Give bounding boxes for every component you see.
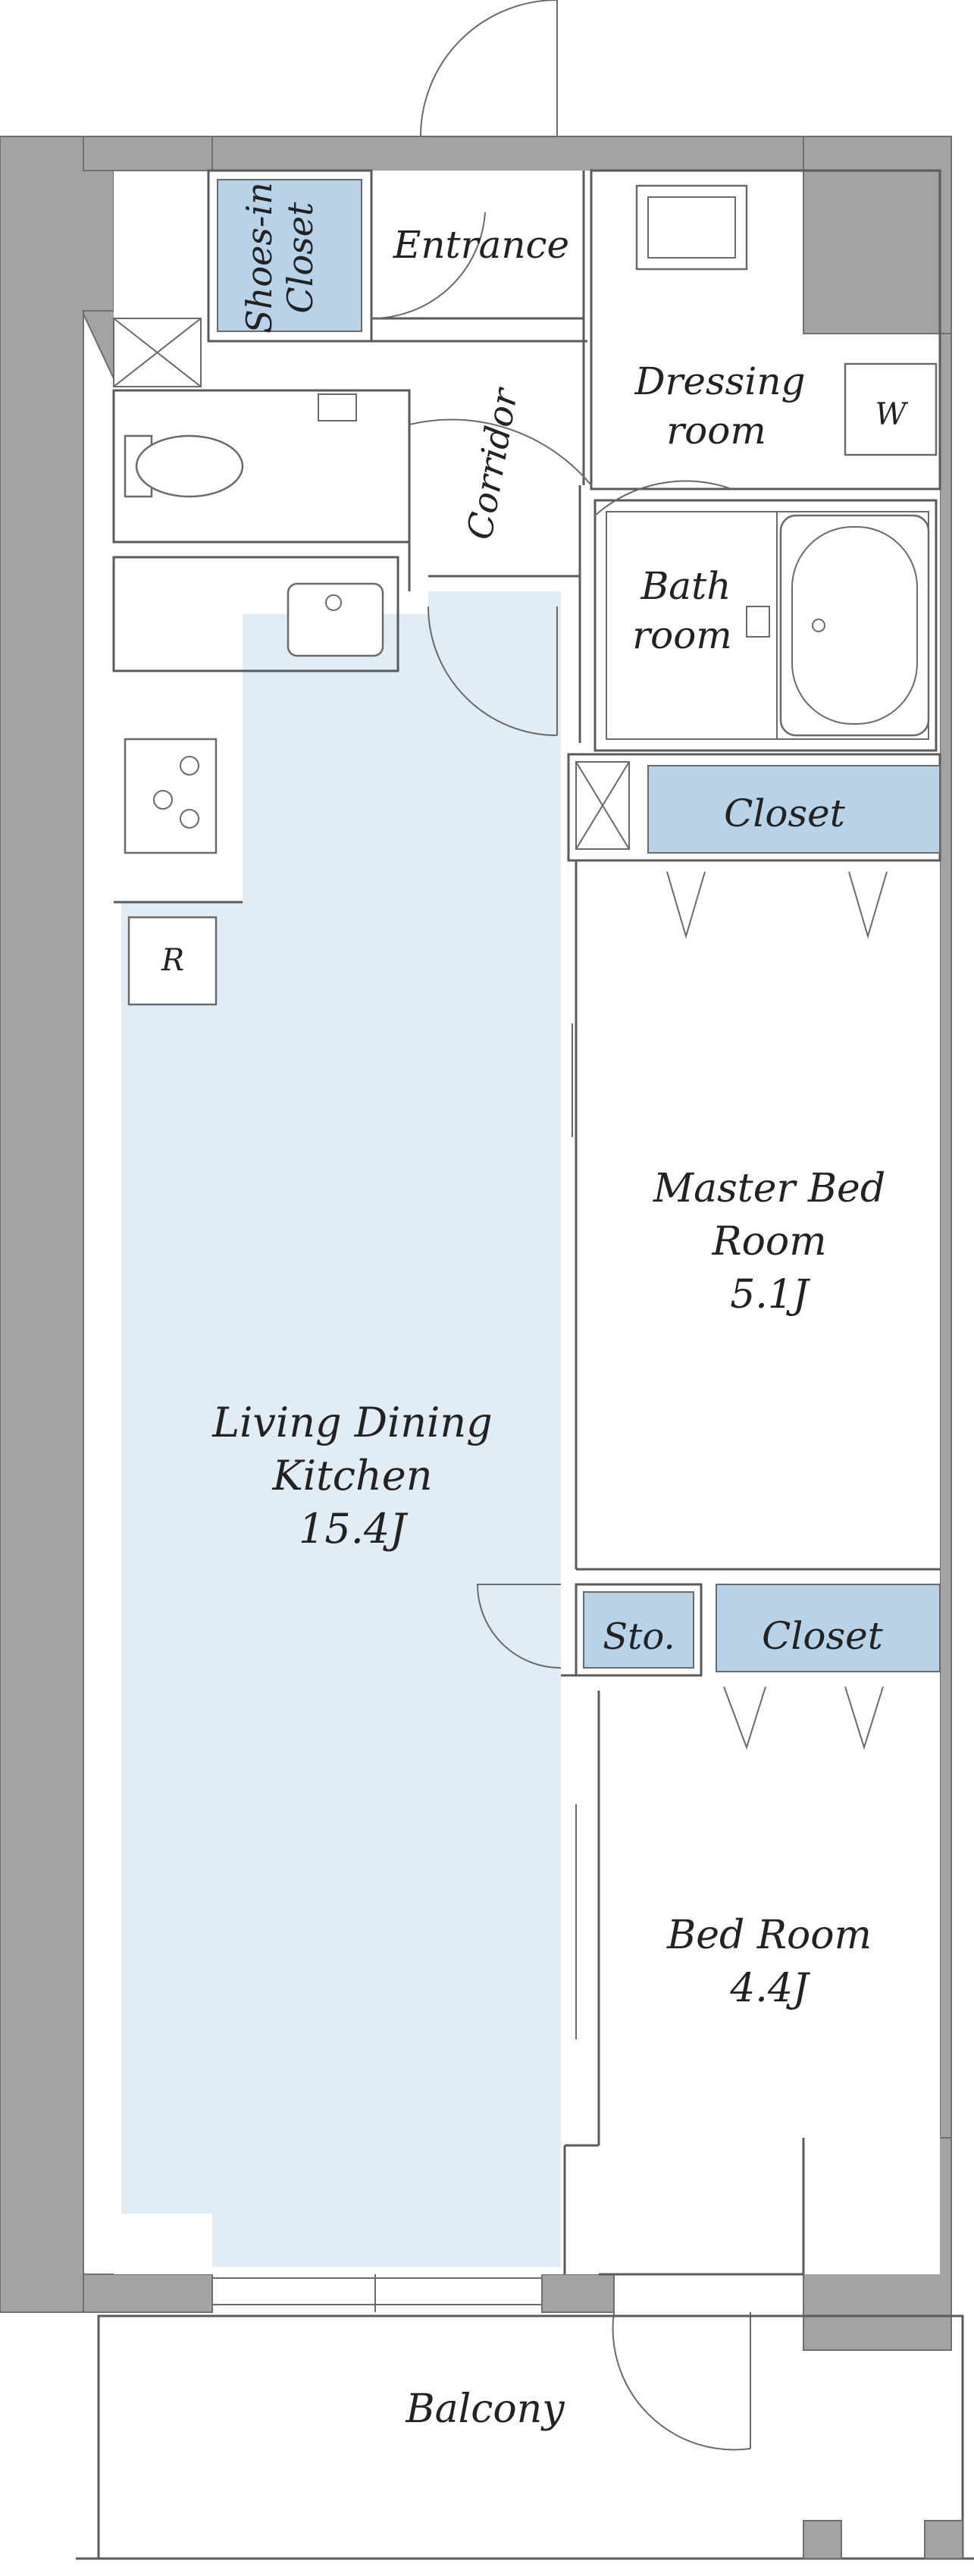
balcony-door (612, 2311, 751, 2451)
label-bath-room-1: Bath (640, 564, 731, 608)
label-master-bed-1: Master Bed (653, 1166, 885, 1211)
shaft (113, 318, 202, 387)
svg-text:Shoes-in: Shoes-in (239, 182, 280, 334)
corridor-door (409, 418, 592, 486)
label-bed-room-size: 4.4J (729, 1966, 811, 2011)
exterior-wall-bottom-left (83, 2274, 213, 2313)
label-ldk-size: 15.4J (299, 1505, 409, 1553)
master-shaft (575, 761, 630, 850)
entrance-door (420, 0, 558, 137)
label-balcony: Balcony (405, 2386, 565, 2432)
label-closet-master: Closet (724, 791, 846, 835)
toilet-bowl (135, 434, 244, 498)
label-bath-room-2: room (632, 613, 732, 657)
label-master-bed-size: 5.1J (730, 1272, 811, 1318)
refrigerator-space (127, 916, 218, 1006)
svg-text:Closet: Closet (280, 202, 321, 313)
wall-right-upper (803, 136, 952, 334)
label-dressing-room-1: Dressing (634, 359, 805, 403)
kitchen-sink-area (112, 556, 399, 672)
vanity-basin (635, 184, 748, 271)
label-storage: Sto. (603, 1615, 675, 1658)
storage (583, 1591, 694, 1669)
label-master-bed-2: Room (711, 1219, 826, 1264)
ldk-floor (121, 591, 561, 2267)
label-shoes-in-closet: Shoes-in Closet (239, 182, 321, 334)
ldk-door (427, 606, 558, 736)
label-dressing-room-2: room (666, 409, 766, 453)
label-ldk-1: Living Dining (211, 1399, 492, 1446)
wall-left-top (83, 136, 213, 171)
bathtub (779, 514, 930, 737)
label-entrance: Entrance (393, 223, 569, 267)
washer-mark: W (875, 397, 908, 432)
washer-pan (844, 362, 938, 456)
label-closet-bed: Closet (762, 1614, 884, 1658)
closet-master (647, 765, 941, 854)
label-ldk-2: Kitchen (271, 1452, 432, 1500)
bath-room-wall (593, 499, 938, 752)
sink-basin (287, 582, 384, 657)
bath-door (594, 480, 732, 516)
sto-door (476, 1584, 562, 1669)
shoes-in-closet (217, 179, 362, 332)
label-bed-room-1: Bed Room (666, 1913, 872, 1958)
storage-wall (575, 1583, 703, 1677)
entrance-inner-door (371, 212, 486, 320)
closet-bed (716, 1584, 941, 1672)
exterior-wall-bottom-mid (541, 2274, 615, 2313)
refrigerator-mark: R (161, 943, 184, 978)
dressing-room-wall (590, 169, 941, 490)
